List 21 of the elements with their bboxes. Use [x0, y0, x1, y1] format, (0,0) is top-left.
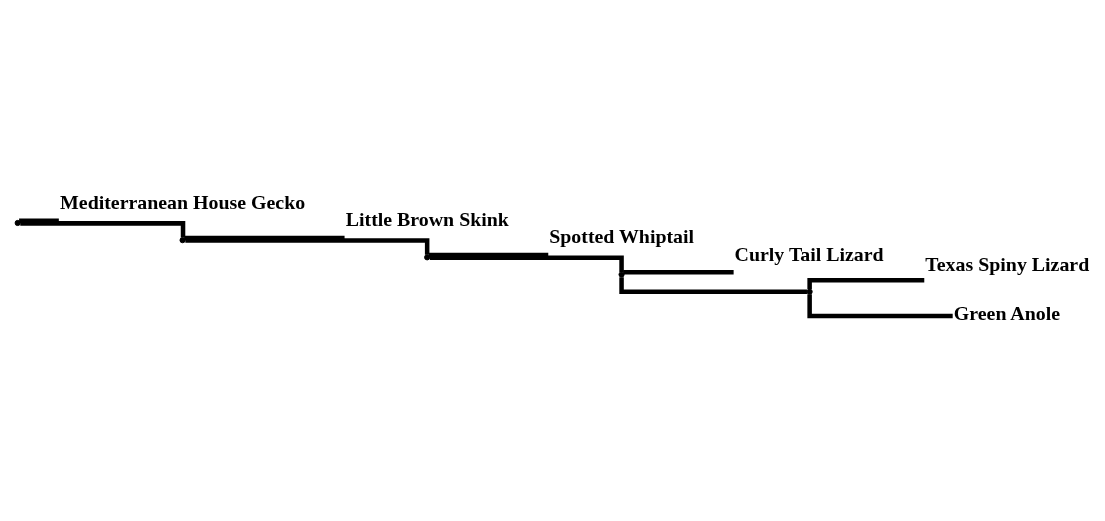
connector — [428, 252, 549, 258]
connector — [623, 270, 734, 275]
node-text: Spotted Whiptail — [549, 225, 695, 248]
connector — [807, 294, 953, 319]
connector — [19, 218, 59, 224]
connector — [185, 238, 430, 255]
connector — [184, 235, 345, 241]
node-text: Curly Tail Lizard — [734, 242, 884, 265]
node-point — [424, 254, 431, 261]
connector — [20, 221, 186, 238]
node-text: Little Brown Skink — [345, 208, 509, 231]
node-point — [179, 237, 186, 244]
node-point — [618, 271, 625, 278]
connector — [619, 277, 807, 294]
connector — [807, 278, 925, 290]
node-text: Texas Spiny Lizard — [925, 253, 1090, 276]
node-text: Green Anole — [953, 302, 1061, 325]
node-point — [14, 219, 21, 227]
connector — [429, 255, 624, 272]
node-point — [806, 288, 813, 295]
node-text: Mediterranean House Gecko — [60, 191, 306, 214]
